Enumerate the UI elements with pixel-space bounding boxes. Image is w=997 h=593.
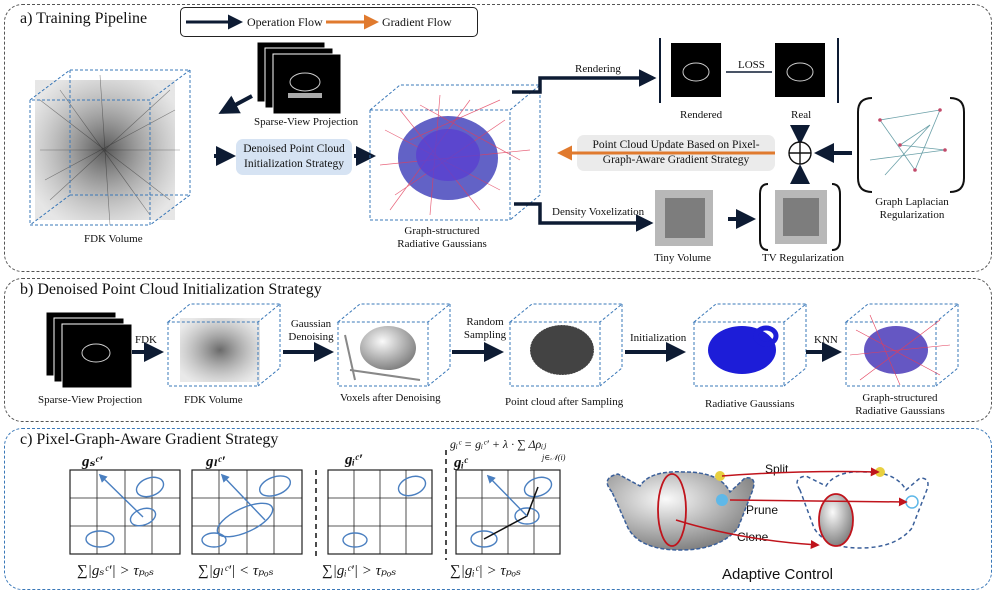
clone-label: Clone	[737, 530, 769, 544]
adaptive-arrows	[675, 467, 908, 550]
panel-init-strategy	[4, 278, 992, 422]
fdk-volume-cube	[28, 69, 192, 226]
condition-3: ∑|gᵢᶜ′| > τₚₒₛ	[322, 563, 397, 579]
density-vox-label: Density Voxelization	[552, 206, 645, 218]
b-sparse-stack	[45, 311, 133, 389]
rendering-label: Rendering	[575, 63, 621, 75]
b-voxels-label: Voxels after Denoising	[340, 392, 441, 404]
graph-gaussians-cube	[368, 84, 542, 221]
b-point-cloud-label: Point cloud after Sampling	[505, 396, 624, 408]
grid-3	[327, 469, 433, 555]
loss-label: LOSS	[738, 59, 765, 71]
legend-operation-label: Operation Flow	[247, 15, 323, 29]
init-strategy-box: Denoised Point Cloud Initialization Stra…	[236, 139, 352, 175]
grid-4	[455, 469, 561, 555]
rendered-label: Rendered	[680, 109, 723, 121]
b-gaussian-denoising-label: Gaussian Denoising	[288, 318, 334, 343]
condition-1: ∑|gₛᶜ′| > τₚₒₛ	[77, 563, 155, 579]
tv-reg-label: TV Regularization	[762, 252, 844, 264]
adaptive-control-label: Adaptive Control	[722, 566, 833, 583]
b-graph-cube	[844, 303, 960, 387]
b-point-cloud-cube	[508, 303, 624, 387]
panel-a-title: a) Training Pipeline	[20, 10, 148, 27]
b-random-sampling-label: Random Sampling	[463, 316, 507, 341]
teapot-left	[606, 471, 755, 551]
formula-top: gᵢᶜ = gᵢᶜ′ + λ · ∑ Δρᵢⱼ	[450, 437, 547, 451]
condition-2: ∑|gₗᶜ′| < τₚₒₛ	[198, 563, 274, 579]
tiny-volume	[655, 190, 713, 246]
b-fdk-cube	[166, 303, 282, 387]
panel-c-title: c) Pixel-Graph-Aware Gradient Strategy	[20, 431, 279, 448]
sparse-view-stack	[256, 41, 342, 115]
b-voxels-cube	[336, 303, 452, 387]
prune-label: Prune	[746, 503, 779, 517]
tv-regularization	[759, 183, 841, 251]
graph-lap-label: Graph Laplacian Regularization	[875, 196, 949, 221]
formula-sum-index: j∈𝒩(i)	[542, 453, 566, 462]
graph-laplacian	[857, 97, 965, 193]
grid-2	[191, 469, 303, 555]
grid-1	[69, 469, 181, 555]
fdk-volume-label: FDK Volume	[84, 233, 143, 245]
condition-4: ∑|gᵢᶜ| > τₚₒₛ	[450, 563, 522, 579]
tiny-volume-label: Tiny Volume	[654, 252, 711, 264]
sparse-view-label: Sparse-View Projection	[254, 116, 359, 128]
teapot-right	[796, 467, 929, 549]
grid-label-1: gₛᶜ′	[82, 454, 104, 470]
b-sparse-label: Sparse-View Projection	[38, 394, 143, 406]
b-radiative-cube	[692, 303, 808, 387]
real-label: Real	[791, 109, 812, 121]
panel-b-title: b) Denoised Point Cloud Initialization S…	[20, 281, 322, 298]
b-radiative-label: Radiative Gaussians	[705, 398, 795, 410]
grid-label-4: gᵢᶜ	[454, 455, 468, 471]
legend-gradient-label: Gradient Flow	[382, 15, 452, 29]
panel-gradient-strategy	[4, 428, 992, 590]
b-fdk-volume-label: FDK Volume	[184, 394, 243, 406]
grid-label-3: gᵢᶜ′	[345, 452, 364, 468]
grid-label-2: gₗᶜ′	[206, 454, 226, 470]
sum-operator	[788, 141, 812, 165]
panel-training-pipeline	[4, 4, 992, 272]
b-initialization-label: Initialization	[630, 332, 687, 344]
graph-gaussians-label: Graph-structured Radiative Gaussians	[397, 225, 487, 250]
b-graph-gaussians-label: Graph-structured Radiative Gaussians	[855, 392, 945, 417]
